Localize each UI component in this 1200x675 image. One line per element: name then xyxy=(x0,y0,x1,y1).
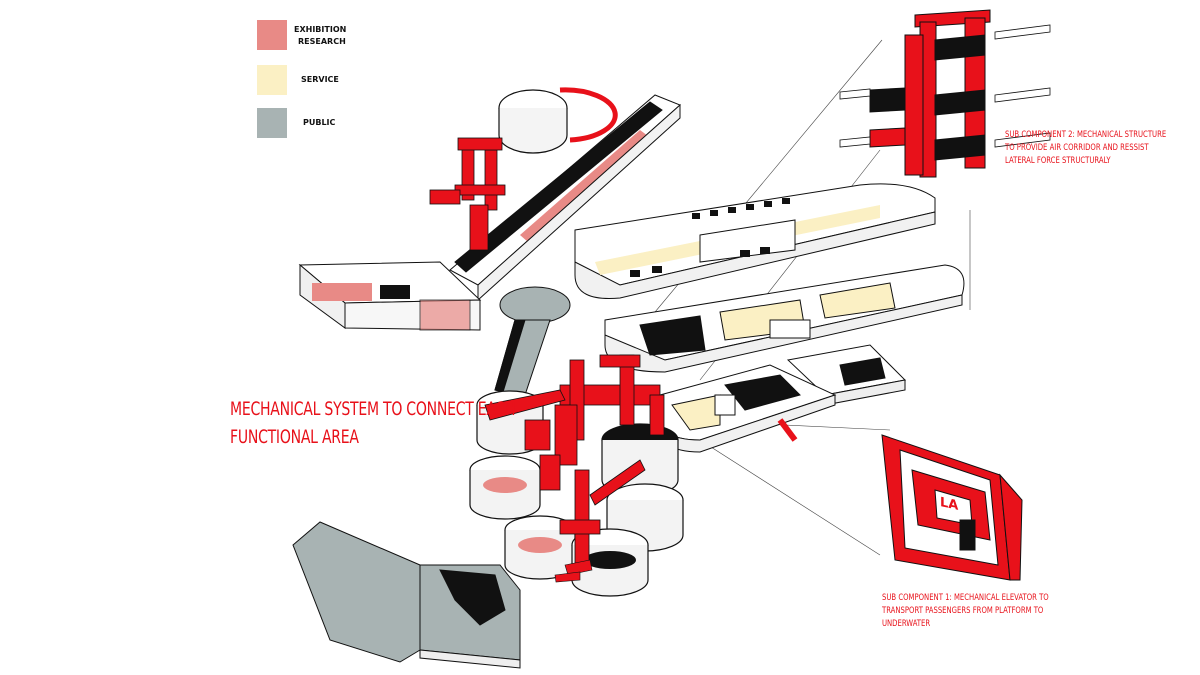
diagram-title: MECHANICAL SYSTEM TO CONNECT EACH FUNCTI… xyxy=(230,395,516,451)
upper-platform xyxy=(574,183,936,300)
upper-platform-windows xyxy=(630,198,790,277)
left-wing xyxy=(298,261,482,331)
sub-component-1-line3: UNDERWATER xyxy=(882,619,931,629)
legend-label-service: SERVICE xyxy=(301,75,339,84)
sub-component-2-note: SUB COMPONENT 2: MECHANICAL STRUCTURE TO… xyxy=(1005,129,1166,168)
sub-component-1-line2: TRANSPORT PASSENGERS FROM PLATFORM TO xyxy=(882,606,1044,616)
sub-component-1-note: SUB COMPONENT 1: MECHANICAL ELEVATOR TO … xyxy=(882,592,1049,631)
sub-component-1-elevator xyxy=(881,434,1023,581)
legend-swatch-public xyxy=(257,108,287,138)
sub-component-2-line2: TO PROVIDE AIR CORRIDOR AND RESSIST xyxy=(1005,143,1149,153)
legend-swatch-service xyxy=(257,65,287,95)
legend-swatch-exhibition xyxy=(257,20,287,50)
red-piece-floating xyxy=(554,559,593,583)
legend-label-exhibition-line2: RESEARCH xyxy=(298,37,346,46)
round-tower-top xyxy=(498,87,618,154)
bottom-public-area xyxy=(292,521,521,669)
sub-component-2-tower xyxy=(869,9,991,178)
upper-corridor xyxy=(449,94,681,302)
right-module xyxy=(786,344,907,406)
legend-label-exhibition: EXHIBITION RESEARCH xyxy=(294,24,346,48)
lower-platform-leg xyxy=(777,418,798,442)
cylinder-stack-right xyxy=(571,423,684,597)
red-mechanical-core xyxy=(484,354,665,571)
sub-component-2-line3: LATERAL FORCE STRUCTURALY xyxy=(1005,156,1111,166)
legend-label-public: PUBLIC xyxy=(303,118,336,127)
red-lift-frame-top xyxy=(429,137,506,251)
diagram-title-line1: MECHANICAL SYSTEM TO CONNECT EACH xyxy=(230,398,516,420)
ramp-connector xyxy=(494,286,571,396)
diagram-title-line2: FUNCTIONAL AREA xyxy=(230,426,359,448)
legend-label-exhibition-line1: EXHIBITION xyxy=(294,25,347,34)
sub-component-1-line1: SUB COMPONENT 1: MECHANICAL ELEVATOR TO xyxy=(882,593,1049,603)
middle-level xyxy=(604,264,965,373)
sub-component-2-line1: SUB COMPONENT 2: MECHANICAL STRUCTURE xyxy=(1005,130,1167,140)
tower-plates xyxy=(839,24,1051,148)
